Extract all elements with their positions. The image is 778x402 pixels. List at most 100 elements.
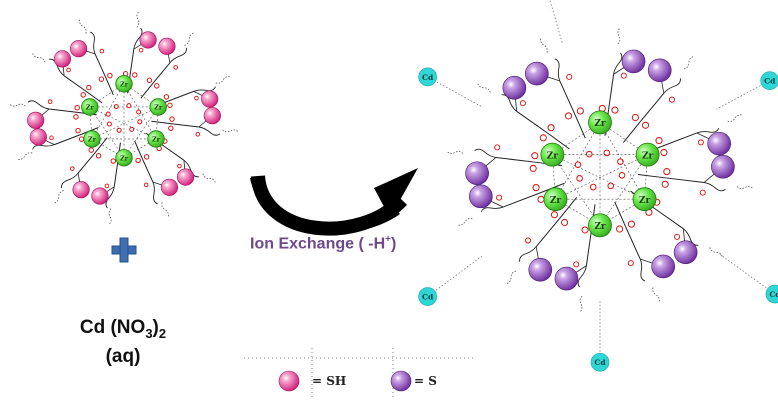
s-sphere xyxy=(469,184,493,209)
oxygen-atom xyxy=(641,121,650,129)
arm-bond xyxy=(151,120,172,125)
arm-bond xyxy=(63,75,87,92)
oxygen-atom xyxy=(620,72,627,79)
arm-bond xyxy=(625,226,641,260)
oxygen-atom xyxy=(106,121,112,127)
cd-link xyxy=(719,254,776,295)
sh-sphere xyxy=(201,90,219,108)
terminal-chain xyxy=(474,148,496,158)
zr-atom xyxy=(149,98,167,116)
sh-sphere xyxy=(70,40,88,58)
terminal-tail xyxy=(617,27,621,45)
zr-zr-link xyxy=(555,122,601,200)
oxygen-atom xyxy=(561,218,569,227)
sh-sphere xyxy=(176,168,195,186)
oxygen-atom xyxy=(73,114,79,120)
zr-atom xyxy=(115,75,133,93)
arm-bond xyxy=(129,49,135,75)
zr-atom xyxy=(588,110,612,135)
oxygen-atom xyxy=(78,136,85,142)
oxygen-atom xyxy=(146,77,153,83)
terminal-tail xyxy=(108,208,112,225)
oxygen-atom xyxy=(143,154,150,160)
terminal-tail xyxy=(184,32,195,46)
oxygen-atom xyxy=(531,152,539,160)
oxygen-atom xyxy=(566,73,573,80)
arm-bond xyxy=(77,152,96,174)
oxygen-atom xyxy=(113,104,119,110)
terminal-chain xyxy=(519,246,537,262)
zr-label: Zr xyxy=(120,155,129,163)
zr-atom xyxy=(83,130,101,148)
oxygen-atom xyxy=(589,183,597,191)
cd-label: Cd xyxy=(769,290,778,299)
oxygen-atom xyxy=(194,95,199,101)
arm-bond xyxy=(516,110,548,134)
arm-bond xyxy=(105,77,114,96)
plus-icon xyxy=(111,237,137,263)
arm-bond xyxy=(140,82,154,99)
terminal-tail xyxy=(457,218,473,226)
reagent-formula: Cd (NO3)2 xyxy=(79,317,167,341)
oxygen-atom xyxy=(167,102,173,109)
terminal-tail xyxy=(202,173,216,184)
zr-zr-link xyxy=(123,83,157,140)
s-sphere xyxy=(524,61,549,86)
terminal-tail xyxy=(32,52,46,63)
zr-label: Zr xyxy=(594,222,606,232)
oxygen-atom xyxy=(104,183,110,189)
arm-bond xyxy=(161,144,185,161)
oxygen-atom xyxy=(699,189,706,196)
zr-atom xyxy=(115,149,133,167)
terminal-chain xyxy=(133,27,143,50)
sh-sphere xyxy=(160,178,178,196)
cd-ion xyxy=(418,287,437,306)
oxygen-atom xyxy=(550,211,559,219)
arm-bond xyxy=(152,62,171,84)
oxygen-atom xyxy=(177,163,182,169)
oxygen-atom xyxy=(539,134,547,142)
oxygen-atom xyxy=(660,148,668,156)
zr-atom xyxy=(635,142,660,167)
oxygen-atom xyxy=(525,237,532,244)
s-sphere xyxy=(465,161,489,186)
zr-zr-link xyxy=(599,122,645,200)
oxygen-atom xyxy=(494,144,501,151)
terminal-tail xyxy=(477,82,491,93)
terminal-tail xyxy=(506,270,517,285)
arm-bond xyxy=(94,137,108,154)
zr-label: Zr xyxy=(550,196,562,206)
arm-bond xyxy=(535,218,560,247)
oxygen-atom xyxy=(631,113,639,122)
oxygen-atom xyxy=(537,195,545,203)
cd-link xyxy=(427,255,482,297)
zr-label: Zr xyxy=(547,151,559,161)
zr-label: Zr xyxy=(154,104,163,112)
oxygen-atom xyxy=(519,100,526,107)
terminal-tail xyxy=(9,103,26,107)
oxygen-atom xyxy=(126,103,132,109)
cd-link xyxy=(716,80,770,110)
terminal-tail xyxy=(652,287,660,303)
arm-bond xyxy=(638,173,667,179)
sh-sphere xyxy=(29,128,47,146)
arm-bond xyxy=(574,113,586,139)
arm-bond xyxy=(640,93,665,122)
oxygen-atom xyxy=(173,65,179,70)
zr-atom xyxy=(543,187,568,212)
terminal-tail xyxy=(136,11,140,28)
arm-bond xyxy=(546,132,570,150)
sh-sphere-icon xyxy=(278,370,300,392)
oxygen-atom xyxy=(607,182,615,190)
oxygen-atom xyxy=(105,111,111,117)
zr-label: Zr xyxy=(152,136,161,144)
arm-bond xyxy=(113,161,119,187)
ion-exchange-label: Ion Exchange ( -H+) xyxy=(250,234,397,253)
oxygen-atom xyxy=(532,184,540,192)
legend-s-label: = S xyxy=(414,374,437,388)
s-sphere xyxy=(554,266,579,291)
s-sphere xyxy=(707,131,731,156)
terminal-chain xyxy=(169,47,187,64)
